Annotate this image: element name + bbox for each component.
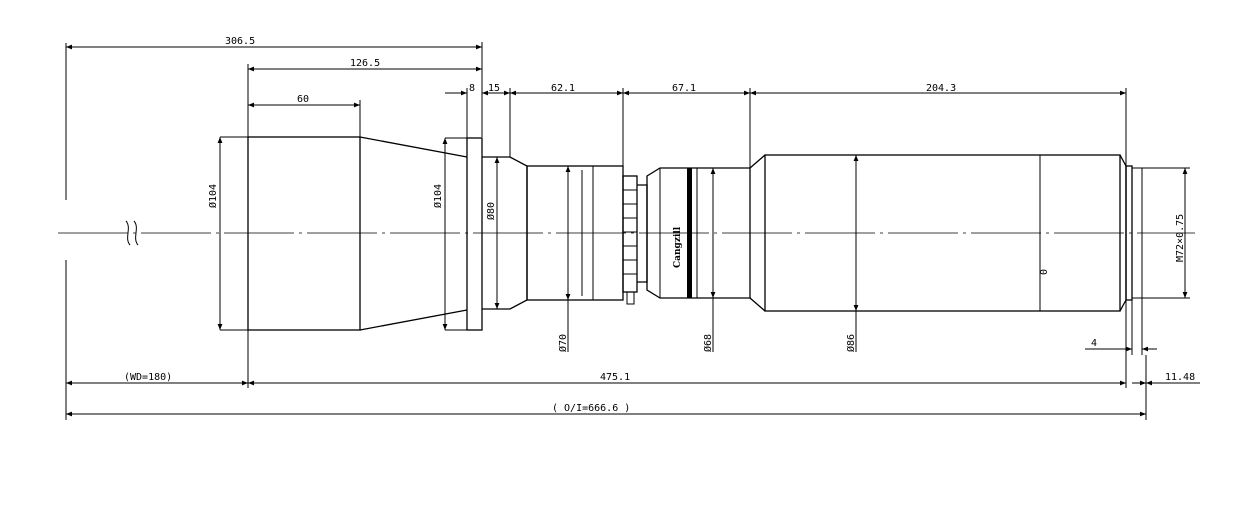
dim-11: 11.48 [1132, 355, 1200, 420]
dim-4: 4 [1085, 298, 1157, 355]
dim-oi: ( O/I=666.6 ) [66, 403, 1146, 417]
dim-475: 475.1 [248, 300, 1127, 388]
dia-80: Ø80 [485, 157, 500, 309]
svg-text:(WD=180): (WD=180) [124, 372, 172, 383]
dia-86: Ø86 [845, 155, 859, 352]
dim-wd: (WD=180) [65, 260, 249, 420]
svg-text:204.3: 204.3 [926, 83, 956, 94]
svg-text:Ø86: Ø86 [845, 334, 857, 352]
barrel-mark: 0 [1039, 269, 1050, 275]
svg-text:126.5: 126.5 [350, 58, 380, 69]
dia-104-flange: Ø104 [432, 137, 467, 331]
svg-text:4: 4 [1091, 338, 1097, 349]
svg-text:Ø70: Ø70 [557, 334, 569, 352]
lock-screw [626, 291, 635, 305]
main-barrel [764, 154, 1121, 312]
dim-60: 60 [248, 94, 361, 137]
svg-text:Ø104: Ø104 [432, 184, 444, 208]
svg-text:M72×0.75: M72×0.75 [1175, 214, 1186, 262]
focus-ring [622, 175, 638, 293]
svg-text:11.48: 11.48 [1165, 372, 1195, 383]
front-tube [247, 136, 361, 331]
svg-text:475.1: 475.1 [600, 372, 630, 383]
svg-text:Ø104: Ø104 [207, 184, 219, 208]
brand-label: Cangzill [673, 226, 683, 268]
break-symbol [125, 220, 139, 246]
dia-104-front: Ø104 [207, 136, 248, 331]
svg-text:Ø80: Ø80 [485, 202, 497, 220]
lens-body: Cangzill 0 [247, 136, 1143, 331]
black-band [687, 168, 692, 298]
cone-section [359, 136, 468, 331]
svg-text:60: 60 [297, 94, 309, 105]
svg-text:15: 15 [488, 83, 500, 94]
dim-8-15-62-67-204: 8 15 62.1 67.1 204.3 [445, 83, 1127, 176]
dia-70: Ø70 [557, 166, 571, 352]
flange [466, 137, 483, 331]
svg-text:62.1: 62.1 [551, 83, 575, 94]
svg-text:67.1: 67.1 [672, 83, 696, 94]
svg-text:8: 8 [469, 83, 475, 94]
svg-text:Ø68: Ø68 [702, 334, 714, 352]
dim-126: 126.5 [247, 58, 482, 137]
thread-m72: M72×0.75 [1142, 167, 1190, 299]
dia-68: Ø68 [702, 168, 716, 352]
svg-text:( O/I=666.6 ): ( O/I=666.6 ) [552, 403, 630, 414]
svg-text:306.5: 306.5 [225, 36, 255, 47]
dim-306: 306.5 [65, 36, 483, 200]
